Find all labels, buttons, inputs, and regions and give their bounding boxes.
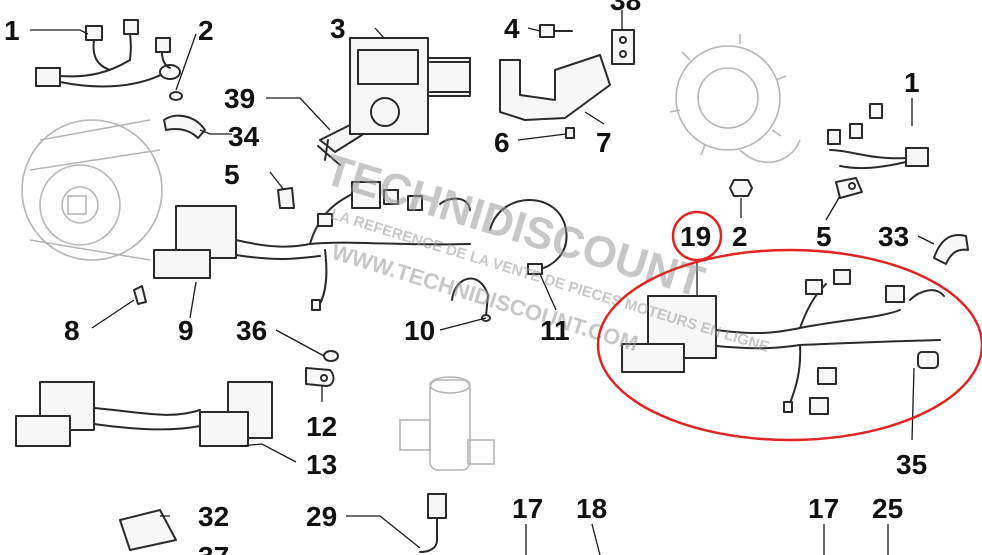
harness-19-highlight-ellipse [596,248,982,442]
clip-5-right [835,177,863,199]
grommet-36 [323,350,339,362]
pad-32 [119,509,177,551]
callout-19: 19 [680,221,711,252]
callout-25: 25 [872,493,903,524]
nut-2 [729,179,753,197]
callout-17-center: 17 [512,493,543,524]
clip-5-left [277,187,295,209]
main-harness-9 [153,181,471,311]
callout-2-right: 2 [732,221,748,252]
harness-13 [15,381,273,447]
bolt-6 [565,127,575,139]
clamp-12 [305,367,335,387]
callout-12: 12 [306,411,337,442]
terminal-8 [133,285,147,305]
callout-11: 11 [540,315,570,346]
callout-8: 8 [64,315,80,346]
stator-ring [669,34,801,164]
cable-11 [489,199,568,275]
callout-33: 33 [878,221,909,252]
alternator-ghost [21,119,163,261]
callout-38: 38 [610,0,641,16]
callout-6: 6 [494,127,510,158]
callout-39: 39 [224,83,255,114]
terminal-cap-34 [163,114,206,139]
bracket-7 [499,54,611,121]
callout-36: 36 [236,315,267,346]
cap-35 [917,351,939,369]
callout-34: 34 [228,121,260,152]
plate-38 [611,29,635,65]
callout-18: 18 [576,493,607,524]
small-nut-2 [169,91,183,101]
callout-2-top: 2 [198,15,214,46]
callout-29: 29 [306,501,337,532]
water-valve-ghost [399,376,495,471]
highlight-markers [596,210,982,442]
callout-1-right: 1 [904,67,920,98]
callout-7: 7 [596,127,612,158]
callout-37: 37 [198,541,229,555]
callout-32: 32 [198,501,229,532]
boot-33 [933,234,969,265]
callout-17-right: 17 [808,493,839,524]
callout-13: 13 [306,449,337,480]
callout-5-left: 5 [224,159,240,190]
callout-1-left: 1 [4,15,20,46]
harness-19 [621,269,945,415]
callout-5-right: 5 [816,221,832,252]
callout-10: 10 [404,315,435,346]
leader-lines [30,10,935,555]
pigtail-harness-left [35,19,181,88]
sensor-29 [419,493,447,553]
callout-9: 9 [178,315,194,346]
callout-3: 3 [330,13,346,44]
callout-35: 35 [896,449,927,480]
callout-labels: 1 2 3 4 38 39 34 6 7 1 5 2 5 33 19 8 9 3… [4,0,927,555]
bolt-4 [539,24,573,38]
callout-19-highlight-ring [671,210,723,262]
callout-4: 4 [504,13,520,44]
voltage-regulator-3 [349,37,471,135]
pigtail-harness-right [827,103,929,170]
